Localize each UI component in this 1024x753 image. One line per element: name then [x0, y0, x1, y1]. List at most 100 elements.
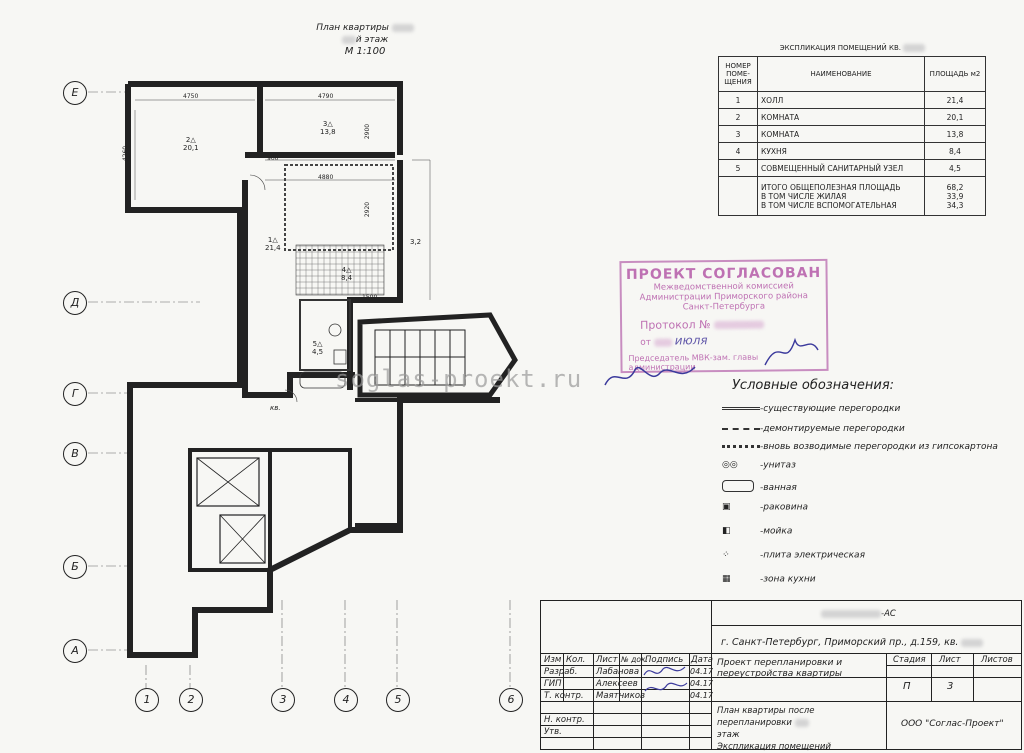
- axis-label-v: В: [63, 442, 87, 466]
- bathtub-icon: [722, 480, 754, 492]
- room-label: 1△21,4: [265, 236, 281, 252]
- dimension: 4880: [318, 174, 334, 181]
- legend-item: ◎◎-унитаз: [722, 460, 796, 471]
- drawing-code: -АС: [821, 609, 896, 619]
- axis-label-3: 3: [271, 688, 295, 712]
- dimension: 1500: [362, 294, 378, 301]
- room-label: 3△13,8: [320, 120, 336, 136]
- legend-item: ⁘-плита электрическая: [722, 550, 865, 561]
- sink-icon: ▣: [722, 502, 731, 512]
- header-ndok: № док.: [621, 655, 648, 664]
- legend-item: -ванная: [722, 480, 797, 495]
- dimension: 2920: [364, 201, 372, 218]
- person-name: Алексеев: [596, 679, 638, 689]
- redaction: [341, 35, 356, 44]
- room-area: 8,4: [341, 274, 353, 282]
- header-list: Лист: [596, 655, 618, 665]
- sheets-label: Листов: [981, 655, 1013, 665]
- plan-scale: М 1:100: [344, 46, 386, 57]
- role-label: Т. контр.: [544, 691, 584, 701]
- legend-title: Условные обозначения:: [732, 378, 895, 393]
- kitchen-zone-icon: ▦: [722, 574, 731, 584]
- axis-label-b: Б: [63, 555, 87, 579]
- header-kol: Кол.: [566, 655, 586, 665]
- dimension: 4790: [318, 93, 334, 100]
- title-block: -АС г. Санкт-Петербург, Приморский пр., …: [540, 600, 1022, 752]
- signature-icon: [764, 337, 819, 366]
- plan-title-line2: й этаж: [355, 35, 389, 45]
- person-name: Лабанова: [596, 667, 640, 677]
- legend-item: ◧-мойка: [722, 526, 793, 537]
- plan-title: План квартиры й этаж М 1:100: [300, 22, 430, 58]
- dimension: 900: [267, 155, 279, 162]
- sign-date: 04.17: [690, 679, 713, 688]
- redaction: [391, 23, 414, 32]
- col-header-area: ПЛОЩАДЬ м2: [924, 56, 986, 92]
- stage-value: П: [903, 681, 911, 692]
- axis-label-d: Д: [63, 291, 87, 315]
- header-data: Дата: [691, 655, 714, 665]
- stove-icon: ⁘: [722, 550, 730, 560]
- redaction: [794, 718, 809, 727]
- redaction: [961, 638, 984, 647]
- header-izm: Изм: [544, 655, 562, 665]
- room-number: 5: [312, 340, 318, 348]
- axis-label-g: Г: [63, 382, 87, 406]
- signature-icon: [643, 666, 688, 692]
- room-area: 20,1: [183, 144, 199, 152]
- sign-date: 04.17: [690, 667, 713, 676]
- col-header-name: НАИМЕНОВАНИЕ: [757, 56, 925, 92]
- axis-label-e: Е: [63, 81, 87, 105]
- project-title: Проект перепланировки и переустройства к…: [717, 658, 843, 679]
- axis-label-6: 6: [499, 688, 523, 712]
- company-name: ООО "Соглас-Проект": [901, 719, 1004, 729]
- role-label: Утв.: [544, 727, 562, 737]
- room-label: 5△4,5: [312, 340, 324, 356]
- axis-label-4: 4: [334, 688, 358, 712]
- legend-item: ▣-раковина: [722, 502, 808, 513]
- room-area: 4,5: [312, 348, 324, 356]
- room-number: 1: [267, 236, 273, 244]
- role-label: Разраб.: [544, 667, 578, 677]
- legend-item: -демонтируемые перегородки: [722, 424, 905, 434]
- redaction: [821, 609, 881, 618]
- header-podp: Подпись: [645, 655, 684, 665]
- apartment-label: кв.: [270, 404, 281, 412]
- address: г. Санкт-Петербург, Приморский пр., д.15…: [721, 637, 984, 648]
- room-number: 3: [322, 120, 328, 128]
- axis-label-a: А: [63, 639, 87, 663]
- sheet-value: 3: [947, 681, 954, 692]
- room-number: 2: [185, 136, 191, 144]
- room-area: 21,4: [265, 244, 281, 252]
- kitchen-sink-icon: ◧: [722, 526, 731, 536]
- room-number: 4: [341, 266, 347, 274]
- plan-title-line1: План квартиры: [316, 23, 389, 33]
- dimension: 4750: [183, 93, 199, 100]
- dimension: 3,2: [410, 238, 422, 246]
- watermark: soglas-proekt.ru: [335, 365, 583, 393]
- redaction: [903, 44, 926, 52]
- legend-item: -вновь возводимые перегородки из гипсока…: [722, 442, 998, 452]
- axis-label-5: 5: [386, 688, 410, 712]
- dimension: 2900: [364, 123, 372, 140]
- redaction: [714, 320, 765, 330]
- legend-item: ▦-зона кухни: [722, 574, 816, 585]
- redaction: [653, 338, 672, 347]
- signature-icon: [604, 366, 696, 386]
- dimension: 4260: [122, 145, 130, 162]
- stamp-line: Санкт-Петербурга: [682, 301, 766, 313]
- drawing-title: План квартиры после перепланировки этаж …: [717, 706, 831, 752]
- axis-label-1: 1: [135, 688, 159, 712]
- col-header-num: НОМЕР ПОМЕ-ЩЕНИЯ: [718, 56, 758, 92]
- room-label: 4△8,4: [341, 266, 353, 282]
- toilet-icon: ◎◎: [722, 460, 738, 470]
- role-label: Н. контр.: [544, 715, 585, 725]
- room-area: 13,8: [320, 128, 336, 136]
